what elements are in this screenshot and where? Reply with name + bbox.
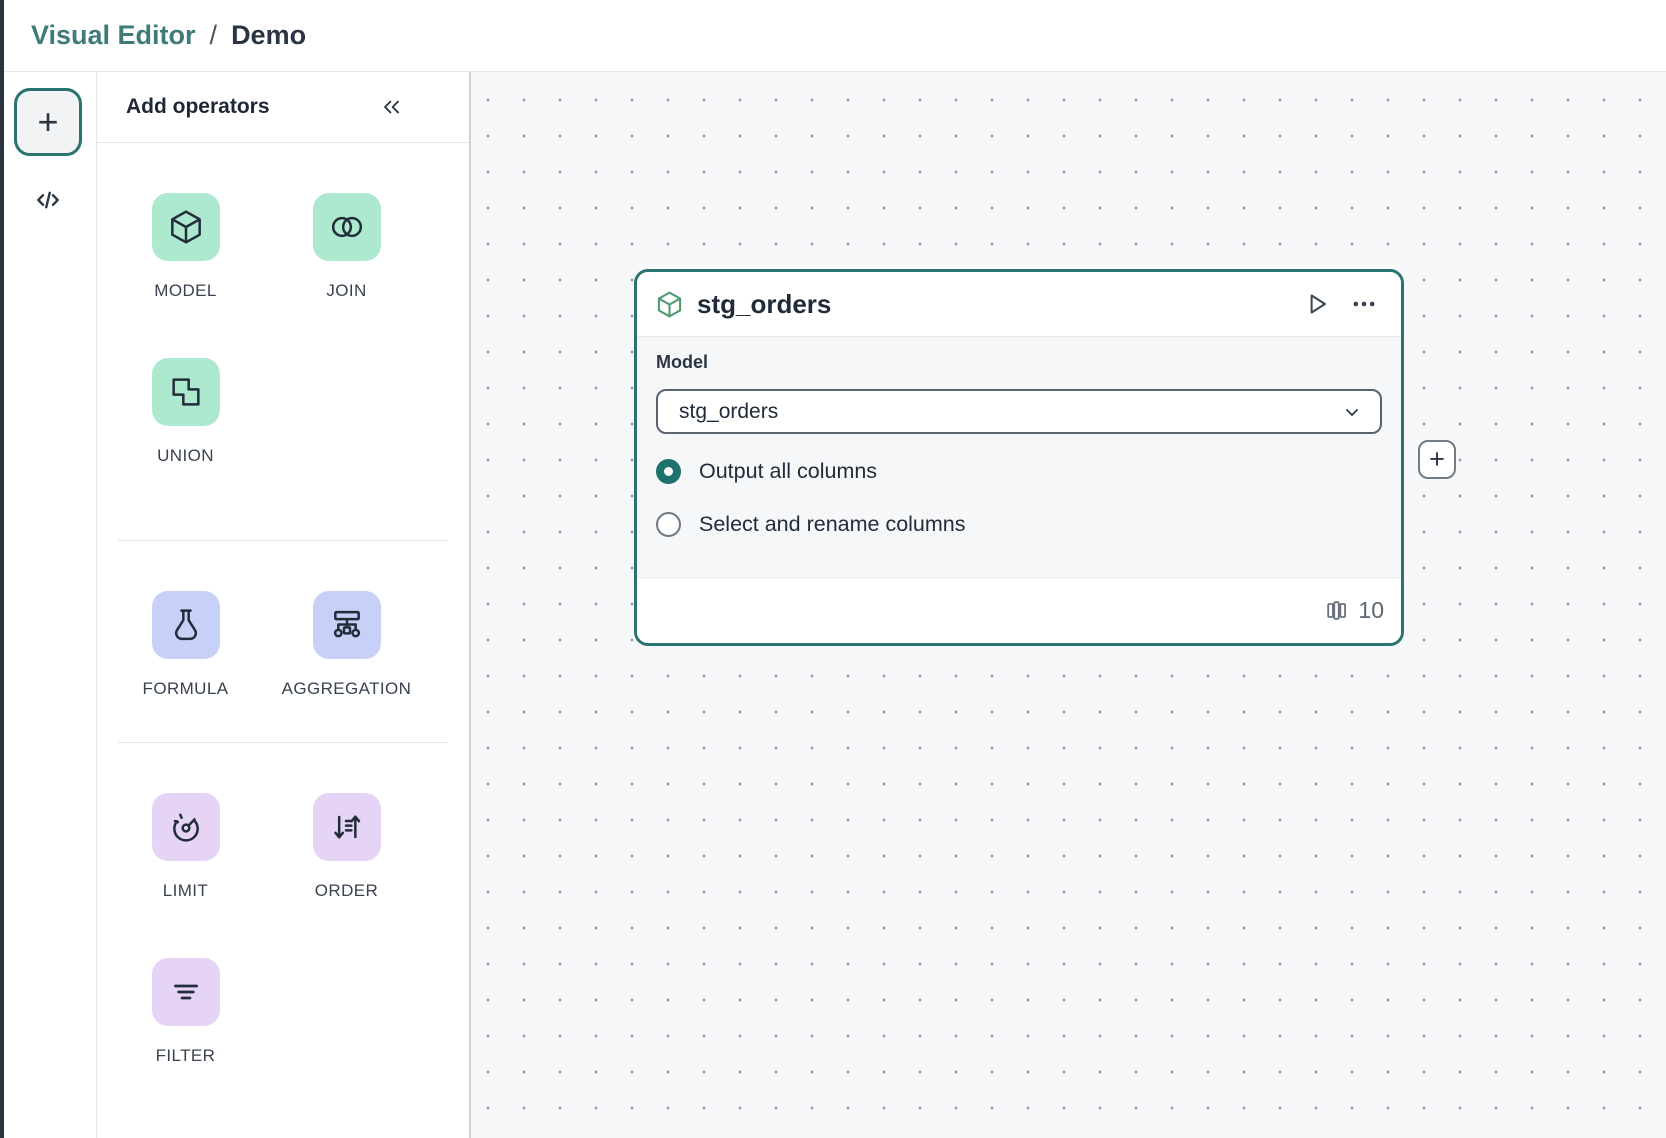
radio-label: Select and rename columns [699,512,966,536]
breadcrumb-separator: / [209,20,218,50]
plus-icon: + [37,101,59,142]
column-count: 10 [1358,597,1384,623]
columns-icon [1323,597,1350,624]
cube-icon [654,289,685,320]
node-menu-button[interactable] [1347,287,1381,321]
operator-label: ORDER [314,881,379,900]
code-view-button[interactable] [26,180,70,220]
operator-limit[interactable]: LIMIT [105,793,266,901]
gauge-icon [151,793,220,861]
operator-group-transforms: FORMULA AGGREGATION [97,541,469,742]
workspace: + Add operators [0,72,1666,1138]
add-next-operator-button[interactable]: + [1418,440,1456,479]
model-select[interactable]: stg_orders [656,389,1382,434]
panel-header: Add operators [97,72,469,143]
sort-arrows-icon [312,793,381,861]
collapse-panel-button[interactable] [378,94,404,120]
plus-icon: + [1429,444,1445,474]
node-footer: 10 [637,577,1401,643]
venn-circles-icon [312,193,381,261]
operator-label: JOIN [326,281,367,300]
breadcrumb: Visual Editor / Demo [31,20,306,51]
operator-formula[interactable]: FORMULA [105,591,266,699]
operator-label: UNION [157,446,214,465]
node-title: stg_orders [697,288,832,319]
node-stg-orders[interactable]: stg_orders [634,269,1404,646]
node-header: stg_orders [637,272,1401,337]
union-squares-icon [151,358,220,426]
top-bar: Visual Editor / Demo [0,0,1666,72]
operator-order[interactable]: ORDER [266,793,427,901]
operator-label: FILTER [155,1046,216,1065]
code-icon [31,185,65,215]
chevrons-left-icon [378,94,404,120]
hierarchy-icon [312,591,381,659]
radio-output-all-columns[interactable]: Output all columns [656,459,1382,484]
operator-label: FORMULA [142,679,229,698]
model-field-label: Model [656,352,708,372]
filter-lines-icon [151,958,220,1026]
operator-union[interactable]: UNION [105,358,266,466]
operator-label: LIMIT [162,881,209,900]
node-body: Model stg_orders Output all columns [637,337,1401,577]
operator-label: AGGREGATION [281,679,412,698]
radio-unselected-icon [656,512,681,537]
panel-title: Add operators [126,95,270,118]
operator-filter[interactable]: FILTER [105,958,266,1066]
add-operators-toggle-button[interactable]: + [14,88,82,156]
pipeline-canvas[interactable]: stg_orders [471,72,1666,1138]
chevron-down-icon [1340,400,1364,424]
radio-label: Output all columns [699,459,878,483]
operator-model[interactable]: MODEL [105,193,266,301]
flask-icon [151,591,220,659]
more-menu-icon [1350,290,1378,318]
operator-aggregation[interactable]: AGGREGATION [266,591,427,699]
icon-rail: + [0,72,97,1138]
operator-group-sources: MODEL JOIN UNION [97,143,469,540]
group-divider [118,742,448,743]
breadcrumb-page-title: Demo [231,20,307,50]
operator-group-filters: LIMIT ORDER [97,743,469,1066]
operator-label: MODEL [154,281,217,300]
model-select-value: stg_orders [679,399,779,423]
run-icon [1301,289,1331,319]
group-divider [118,540,448,541]
radio-selected-icon [656,459,681,484]
run-node-button[interactable] [1299,287,1333,321]
radio-select-rename-columns[interactable]: Select and rename columns [656,512,1382,537]
window-edge [0,0,4,1138]
operator-join[interactable]: JOIN [266,193,427,301]
cube-icon [151,193,220,261]
add-operators-panel: Add operators [97,72,471,1138]
breadcrumb-visual-editor[interactable]: Visual Editor [31,20,196,50]
